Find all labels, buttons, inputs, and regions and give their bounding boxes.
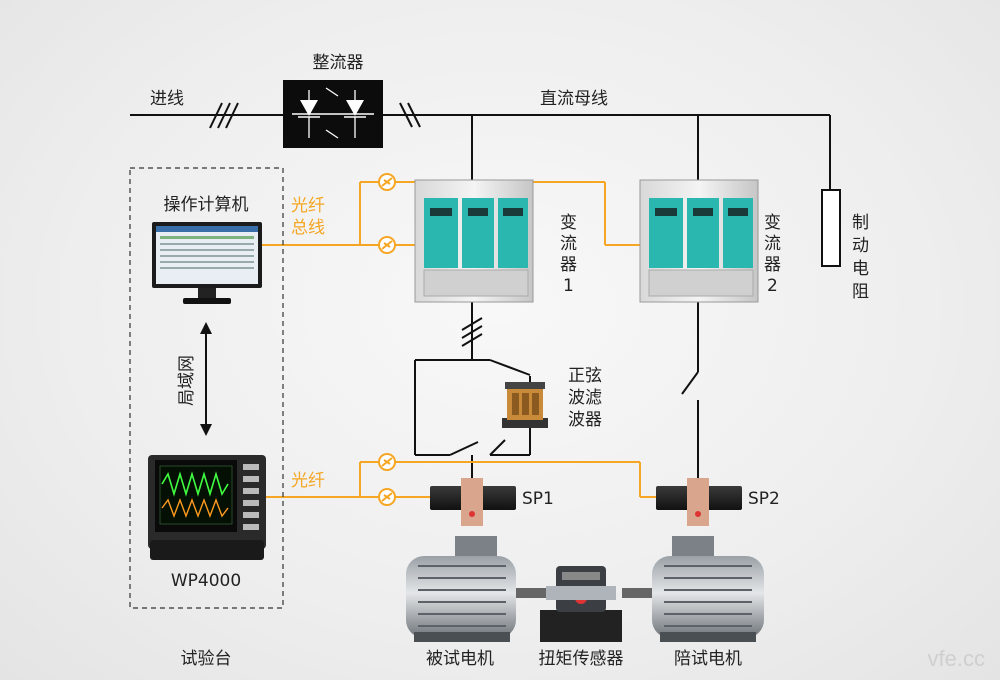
brake-resistor-icon	[821, 189, 841, 267]
rectifier-label: 整流器	[313, 53, 364, 73]
fiber-connector-icon	[378, 236, 396, 254]
svg-text:变: 变	[764, 213, 781, 233]
dc-bus-label: 直流母线	[540, 89, 608, 109]
brake-resistor-label: 制 动 电 阻	[852, 213, 869, 302]
lan-label: 局域网	[177, 355, 197, 406]
motor-icon	[622, 536, 764, 642]
svg-text:正弦: 正弦	[568, 366, 602, 386]
operator-pc-label: 操作计算机	[164, 195, 249, 215]
monitor-icon	[152, 222, 262, 304]
sine-filter-icon	[502, 382, 548, 428]
svg-text:阻: 阻	[852, 282, 869, 302]
svg-text:电: 电	[852, 259, 869, 279]
fiber-label: 光纤	[291, 471, 325, 491]
load-motor-label: 陪试电机	[674, 649, 742, 669]
svg-text:变: 变	[560, 213, 577, 233]
test-bench-boundary	[129, 167, 284, 609]
torque-sensor-icon	[540, 566, 622, 642]
inverter-cabinet-icon	[414, 179, 534, 303]
svg-text:器: 器	[560, 255, 577, 275]
svg-text:流: 流	[764, 234, 781, 254]
fiber-bus-label-2: 总线	[291, 218, 325, 238]
svg-text:动: 动	[852, 236, 869, 256]
fiber-bus-label-1: 光纤	[291, 196, 325, 216]
sp2-label: SP2	[748, 489, 780, 509]
svg-text:器: 器	[764, 255, 781, 275]
power-analyzer-icon	[148, 455, 266, 560]
fiber-connector-icon	[378, 173, 396, 191]
svg-text:制: 制	[852, 213, 869, 233]
torque-sensor-label: 扭矩传感器	[539, 649, 624, 669]
sensor-box-icon	[430, 478, 516, 526]
svg-text:2: 2	[767, 276, 778, 296]
sp1-label: SP1	[522, 489, 554, 509]
motor-icon	[406, 536, 546, 642]
inverter-2-label: 变 流 器 2	[764, 213, 781, 296]
svg-text:波滤: 波滤	[568, 388, 602, 408]
svg-text:1: 1	[563, 276, 574, 296]
rectifier-icon	[283, 80, 383, 148]
sine-filter-label: 正弦 波滤 波器	[568, 366, 602, 430]
analyzer-label: WP4000	[171, 571, 241, 591]
inverter-1-label: 变 流 器 1	[560, 213, 577, 296]
svg-text:波器: 波器	[568, 410, 602, 430]
incoming-line-label: 进线	[150, 89, 184, 109]
motor-under-test-label: 被试电机	[426, 649, 494, 669]
lan-arrow-icon	[200, 322, 212, 436]
test-bench-label: 试验台	[181, 649, 232, 669]
watermark: vfe.cc	[928, 646, 985, 671]
sensor-box-icon	[656, 478, 742, 526]
fiber-connector-icon	[378, 453, 396, 471]
fiber-connector-icon	[378, 488, 396, 506]
svg-text:流: 流	[560, 234, 577, 254]
inverter-cabinet-icon	[639, 179, 759, 303]
